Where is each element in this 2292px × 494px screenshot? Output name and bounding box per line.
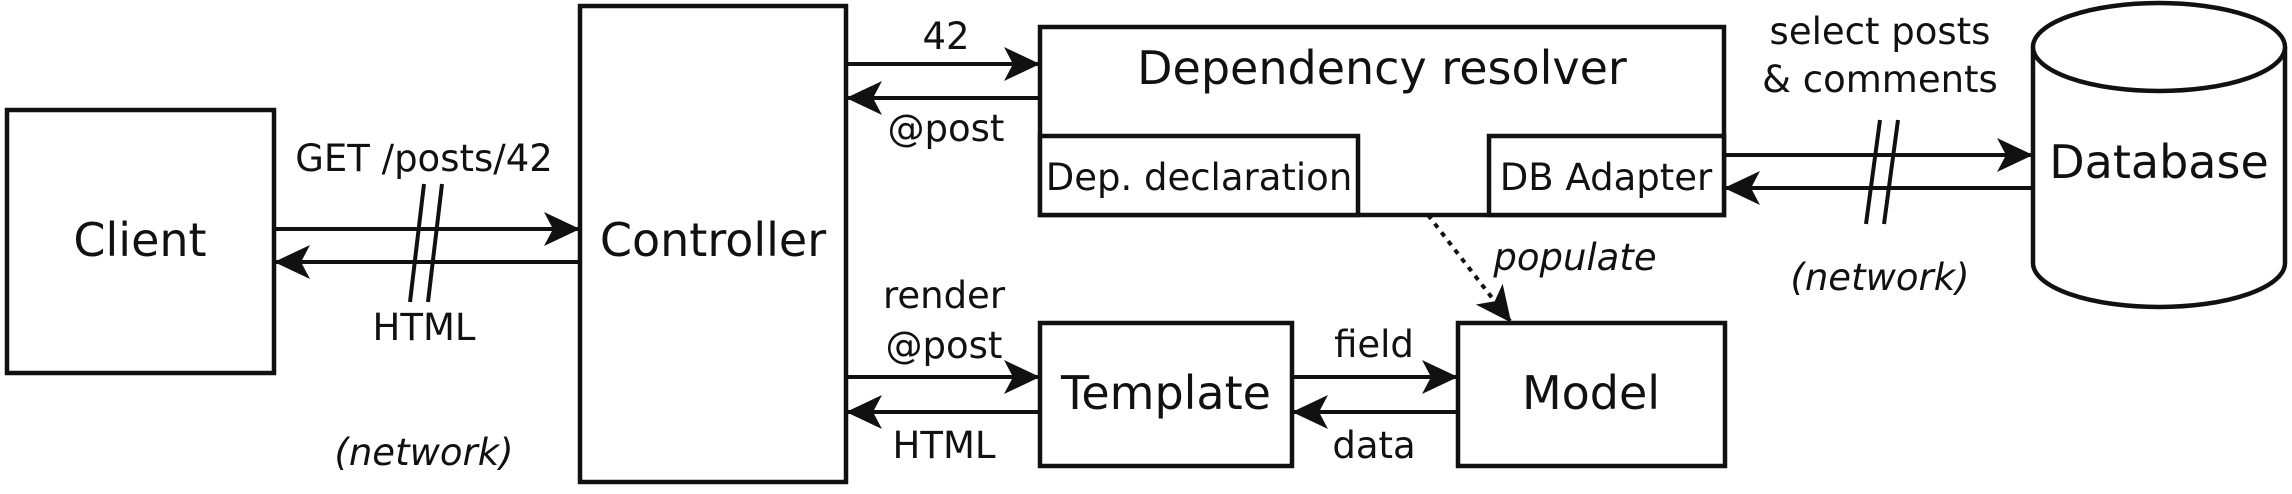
label-controller-to-template-line1: render bbox=[883, 274, 1006, 317]
client-node: Client bbox=[4, 107, 277, 376]
label-template-to-controller: HTML bbox=[893, 424, 996, 467]
template-node: Template bbox=[1037, 320, 1295, 469]
label-controller-to-resolver: 42 bbox=[922, 15, 969, 58]
model-label: Model bbox=[1522, 366, 1660, 420]
dependency-resolver-label: Dependency resolver bbox=[1137, 41, 1627, 95]
dep-declaration-label: Dep. declaration bbox=[1046, 156, 1353, 199]
label-controller-to-client: HTML bbox=[373, 306, 476, 349]
network-break-right bbox=[1864, 119, 1900, 225]
template-label: Template bbox=[1060, 366, 1271, 420]
label-adapter-to-database-line1: select posts bbox=[1770, 10, 1991, 53]
controller-label: Controller bbox=[600, 213, 826, 267]
controller-node: Controller bbox=[577, 3, 849, 485]
database-node: Database bbox=[2030, 0, 2288, 310]
db-adapter-label: DB Adapter bbox=[1500, 156, 1713, 199]
client-label: Client bbox=[73, 213, 206, 267]
label-client-to-controller: GET /posts/42 bbox=[295, 137, 553, 180]
label-template-to-model: field bbox=[1334, 323, 1414, 366]
network-break-left bbox=[408, 183, 444, 303]
label-resolver-to-controller: @post bbox=[888, 107, 1005, 150]
dep-declaration-node: Dep. declaration bbox=[1037, 133, 1361, 218]
label-adapter-to-database-line2: & comments bbox=[1762, 58, 1998, 101]
label-controller-to-template-line2: @post bbox=[886, 324, 1003, 367]
database-label: Database bbox=[2049, 135, 2269, 189]
network-annotation-left: (network) bbox=[334, 431, 513, 474]
label-model-to-template: data bbox=[1332, 424, 1415, 467]
network-annotation-right: (network) bbox=[1790, 256, 1969, 299]
db-adapter-node: DB Adapter bbox=[1486, 133, 1727, 218]
arrow-adapter-to-model bbox=[1426, 213, 1512, 323]
label-adapter-to-model: populate bbox=[1492, 236, 1656, 279]
model-node: Model bbox=[1455, 320, 1728, 469]
